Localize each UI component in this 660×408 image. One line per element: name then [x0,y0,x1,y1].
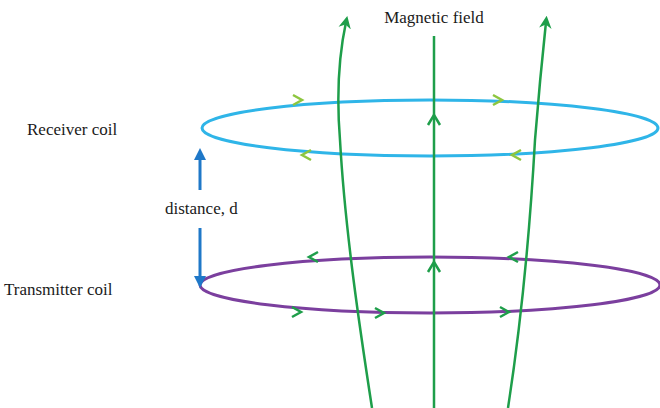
transmitter-coil [200,257,660,313]
receiver-coil [202,100,658,156]
current-arrows [292,252,518,318]
coil-label: Transmitter coil [4,280,112,300]
field-line [508,22,546,408]
field-line [433,36,436,408]
field-arrows [428,115,440,272]
field-line [338,22,372,408]
current-arrows [293,95,521,160]
figure-title: Magnetic field [384,8,484,28]
distance-label: distance, d [165,199,238,219]
coil-label: Receiver coil [27,120,117,140]
